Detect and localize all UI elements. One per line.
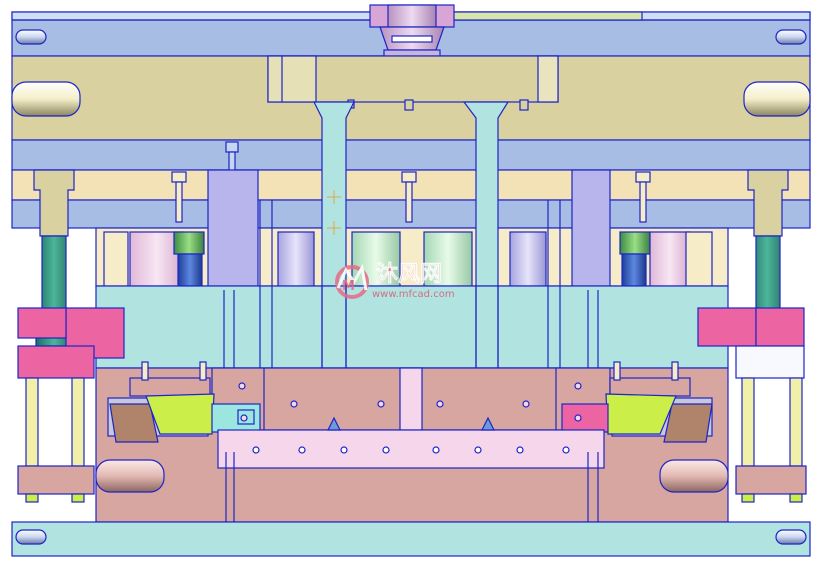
stop-block-left-lower	[17, 345, 95, 379]
puller-cap-right	[735, 345, 805, 379]
support-pins-left	[25, 377, 85, 467]
molded-part	[217, 429, 605, 469]
support-pillar-blue-left	[177, 253, 203, 287]
stop-block-right	[755, 307, 805, 347]
slider-right-body	[609, 377, 691, 397]
part-holes	[252, 446, 570, 454]
return-pin-bushing-left	[33, 169, 75, 237]
cooling-boss-left	[95, 459, 165, 493]
support-pillar-green-left	[173, 231, 205, 255]
support-pins-right	[741, 377, 803, 467]
lifter-right	[561, 403, 609, 433]
slider-left-body	[129, 377, 211, 397]
clamp-bolt-slot-left	[15, 29, 47, 45]
svg-text:M: M	[342, 279, 355, 294]
base-block-right	[735, 465, 807, 495]
watermark-brand: 沐风网	[376, 262, 442, 287]
slider-left-insert	[145, 393, 215, 435]
cap-screws-upper	[171, 141, 651, 223]
center-gate-block	[399, 367, 423, 431]
cooling-boss-right	[659, 459, 729, 493]
slider-bolts	[141, 361, 679, 381]
ejector-housing-left	[207, 169, 259, 287]
bottom-clamp-plate	[11, 521, 811, 557]
guide-pin-boss-left	[11, 81, 81, 117]
stop-block-left	[17, 307, 67, 339]
stop-block-right-upper	[697, 307, 757, 347]
watermark: M 沐风网 www.mfcad.com	[335, 262, 455, 300]
support-pillar-green-right	[619, 231, 651, 255]
slider-left-wedge	[109, 403, 159, 443]
support-pillar-blue-right	[621, 253, 647, 287]
watermark-logo-icon: M	[335, 263, 369, 299]
watermark-url: www.mfcad.com	[372, 289, 455, 300]
base-block-left	[17, 465, 95, 495]
guide-pin-boss-right	[743, 81, 811, 117]
slider-right-wedge	[663, 403, 713, 443]
cavity-holes	[238, 382, 582, 408]
ejector-housing-right	[571, 169, 611, 287]
clamp-bolt-slot-right	[775, 29, 807, 45]
support-plate	[11, 139, 811, 171]
core-plate	[95, 285, 729, 369]
return-pin-bushing-right	[747, 169, 789, 237]
